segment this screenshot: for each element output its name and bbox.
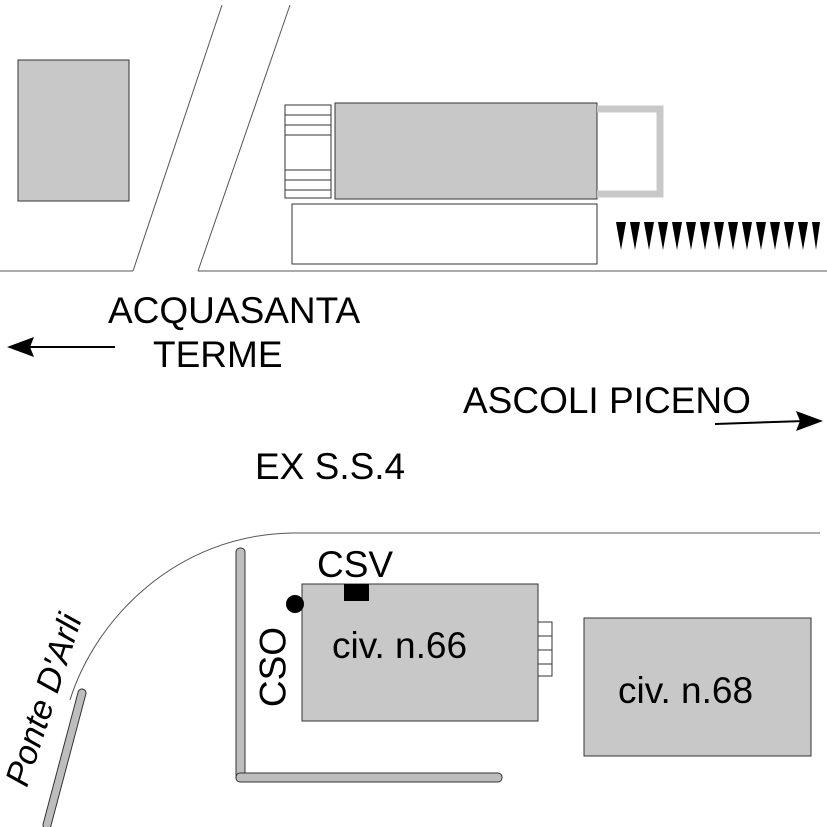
csv-marker xyxy=(344,584,369,601)
label-road: EX S.S.4 xyxy=(255,446,406,487)
arrow-right xyxy=(714,411,823,431)
stair-steps-north xyxy=(284,104,332,199)
label-civ-66: civ. n.66 xyxy=(332,625,468,666)
stair-steps-civ-66 xyxy=(537,621,553,677)
building-north-main xyxy=(334,102,598,200)
road-edge-south xyxy=(69,532,820,701)
bridge-railing-fill xyxy=(43,689,86,827)
cso-marker xyxy=(286,595,304,613)
label-csv: CSV xyxy=(317,544,394,585)
label-terme: TERME xyxy=(153,334,283,375)
arrow-left xyxy=(7,337,115,357)
building-civ-68 xyxy=(583,617,812,757)
hedge-row xyxy=(616,222,820,250)
boundary-wall xyxy=(235,547,503,783)
side-street-edge-right xyxy=(197,4,291,272)
building-north-annex xyxy=(597,105,664,198)
label-civ-68: civ. n.68 xyxy=(618,670,754,711)
building-civ-66 xyxy=(301,583,539,722)
building-north-west xyxy=(17,59,130,202)
side-street-edge-left xyxy=(132,4,223,272)
label-cso: CSO xyxy=(252,626,294,708)
label-acquasanta: ACQUASANTA xyxy=(108,290,361,331)
label-ascoli-piceno: ASCOLI PICENO xyxy=(463,380,751,421)
parking-area-north xyxy=(291,203,598,265)
